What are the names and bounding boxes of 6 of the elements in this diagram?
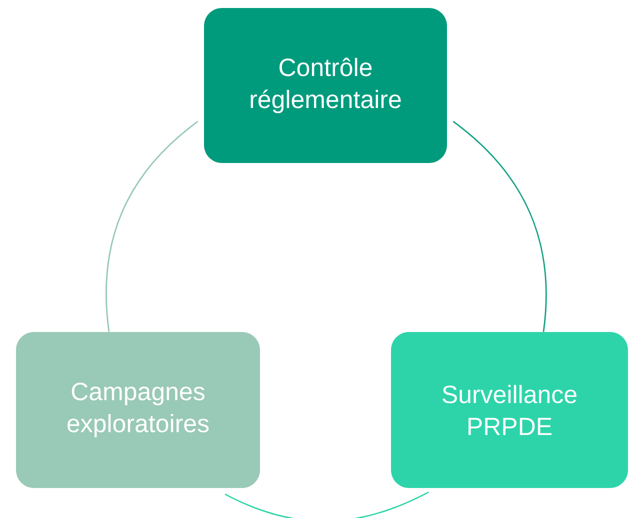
process-box: Campagnes exploratoires — [16, 332, 260, 488]
connector — [106, 120, 198, 332]
connector — [224, 492, 429, 518]
connector — [452, 120, 547, 332]
process-box: Surveillance PRPDE — [391, 332, 628, 488]
process-box: Contrôle réglementaire — [204, 8, 447, 163]
